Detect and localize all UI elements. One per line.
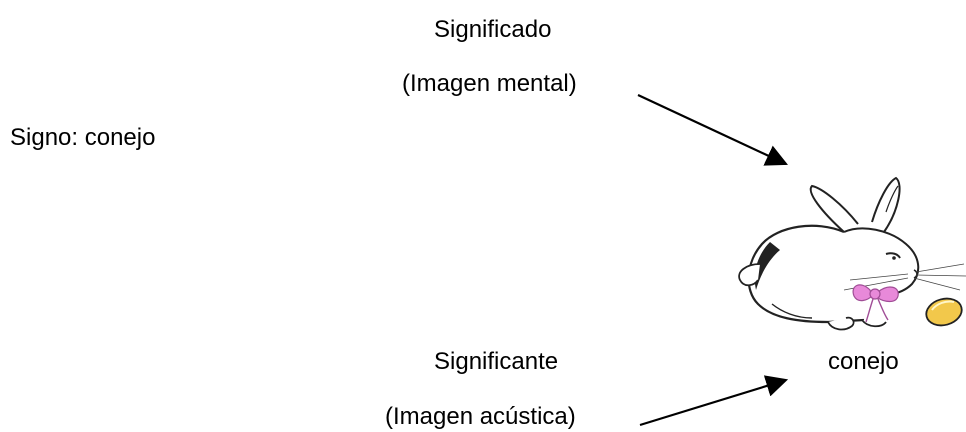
- signifier-title: Significante: [434, 348, 559, 375]
- rabbit-icon: [738, 176, 966, 331]
- signifier-subtitle: (Imagen acústica): [385, 403, 576, 430]
- sign-label: Signo: conejo: [10, 124, 156, 151]
- word-label: conejo: [828, 348, 899, 375]
- signifier-arrow: [639, 375, 789, 427]
- signified-subtitle: (Imagen mental): [402, 70, 577, 97]
- signified-title: Significado: [434, 16, 552, 43]
- signified-arrow: [637, 94, 788, 166]
